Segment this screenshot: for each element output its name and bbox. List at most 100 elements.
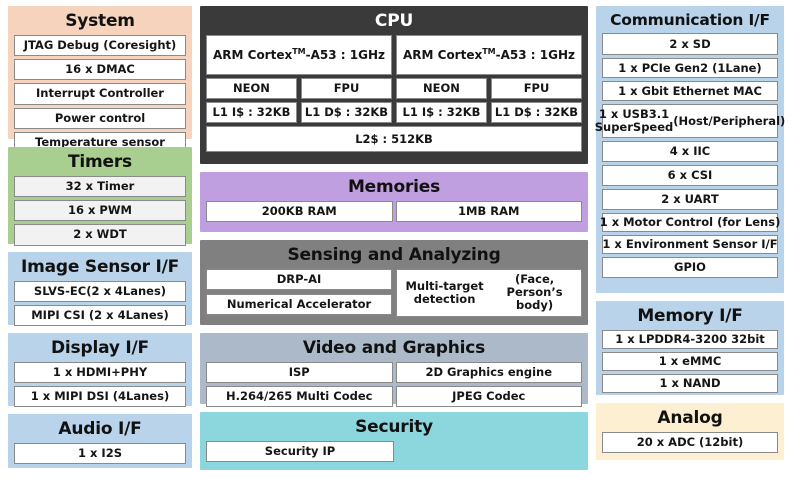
security-items: Security IP xyxy=(206,441,582,463)
cpu-l1d-0: L1 D$ : 32KB xyxy=(301,102,392,124)
cpu-fpu-1: FPU xyxy=(491,78,582,100)
block-image-sensor-if: Image Sensor I/F SLVS-EC(2 x 4Lanes) MIP… xyxy=(8,252,192,327)
block-title-system: System xyxy=(65,11,135,31)
sensing-left-items: DRP-AI Numerical Accelerator xyxy=(206,269,392,317)
cpu-l1i-0: L1 I$ : 32KB xyxy=(206,102,297,124)
list-item: ISP xyxy=(206,362,393,384)
list-item: 1 x Motor Control (for Lens) xyxy=(600,213,780,233)
list-item: GPIO xyxy=(602,257,778,279)
cpu-core-name-text: ARM CortexTM-A53 : 1GHz xyxy=(402,47,575,63)
block-title-memories: Memories xyxy=(347,177,441,197)
block-title-cpu: CPU xyxy=(374,11,414,31)
block-sensing-analyzing: Sensing and Analyzing DRP-AI Numerical A… xyxy=(200,240,588,325)
communication-items: 2 x SD 1 x PCIe Gen2 (1Lane) 1 x Gbit Et… xyxy=(595,33,785,279)
list-item: 1 x LPDDR4-3200 32bit xyxy=(602,330,778,350)
list-item: 2 x SD xyxy=(602,33,778,56)
block-title-sensing-analyzing: Sensing and Analyzing xyxy=(287,245,501,265)
block-cpu: CPU ARM CortexTM-A53 : 1GHz ARM CortexTM… xyxy=(200,6,588,164)
list-item: 2 x UART xyxy=(602,189,778,211)
list-item: 1 x HDMI+PHY xyxy=(14,362,186,384)
block-title-communication-if: Communication I/F xyxy=(610,11,770,29)
block-title-image-sensor-if: Image Sensor I/F xyxy=(20,257,180,277)
list-item: JTAG Debug (Coresight) xyxy=(14,35,186,57)
audio-items: 1 x I2S xyxy=(14,443,186,465)
right-column: Communication I/F 2 x SD 1 x PCIe Gen2 (… xyxy=(595,6,785,478)
multi-target-detection: Multi-target detection (Face, Person’s b… xyxy=(396,269,582,317)
list-item: 6 x CSI xyxy=(602,165,778,187)
list-item: 2D Graphics engine xyxy=(395,362,582,384)
block-title-audio-if: Audio I/F xyxy=(58,419,142,439)
sensing-body: DRP-AI Numerical Accelerator Multi-targe… xyxy=(206,269,582,317)
list-item: 20 x ADC (12bit) xyxy=(602,432,778,454)
block-security: Security Security IP xyxy=(200,412,588,470)
table-row: H.264/265 Multi Codec JPEG Codec xyxy=(206,386,582,408)
list-item: 16 x PWM xyxy=(14,200,186,222)
block-title-video-graphics: Video and Graphics xyxy=(302,338,486,358)
list-item: 1 x MIPI DSI (4Lanes) xyxy=(14,386,186,408)
multi-target-line2: (Face, Person’s body) xyxy=(506,272,563,313)
memories-items: 200KB RAM 1MB RAM xyxy=(206,201,582,223)
cpu-neon-1: NEON xyxy=(396,78,487,100)
list-item: SLVS-EC(2 x 4Lanes) xyxy=(14,281,186,303)
block-analog: Analog 20 x ADC (12bit) xyxy=(596,403,784,460)
cpu-l2-cache: L2$ : 512KB xyxy=(206,126,582,153)
block-communication-if: Communication I/F 2 x SD 1 x PCIe Gen2 (… xyxy=(595,6,785,293)
block-video-graphics: Video and Graphics ISP 2D Graphics engin… xyxy=(200,333,588,408)
block-system: System JTAG Debug (Coresight) 16 x DMAC … xyxy=(8,6,192,154)
list-item: 1 x NAND xyxy=(602,374,778,394)
list-item: 1 x eMMC xyxy=(602,352,778,372)
left-column: System JTAG Debug (Coresight) 16 x DMAC … xyxy=(8,6,192,478)
list-item: 200KB RAM xyxy=(206,201,393,223)
list-item: H.264/265 Multi Codec xyxy=(206,386,393,408)
block-memory-if: Memory I/F 1 x LPDDR4-3200 32bit 1 x eMM… xyxy=(596,301,784,395)
block-display-if: Display I/F 1 x HDMI+PHY 1 x MIPI DSI (4… xyxy=(8,333,192,408)
cpu-core-0: ARM CortexTM-A53 : 1GHz xyxy=(206,35,392,76)
list-item: 1 x Gbit Ethernet MAC xyxy=(602,81,778,102)
cpu-fpu-0: FPU xyxy=(301,78,392,100)
list-item-usb: 1 x USB3.1 SuperSpeed (Host/Peripheral) xyxy=(595,104,785,139)
cpu-core-1: ARM CortexTM-A53 : 1GHz xyxy=(396,35,582,76)
block-memories: Memories 200KB RAM 1MB RAM xyxy=(200,172,588,232)
list-item: Numerical Accelerator xyxy=(206,294,392,316)
list-item: 1 x I2S xyxy=(14,443,186,465)
list-item: Power control xyxy=(14,107,186,129)
image-sensor-items: SLVS-EC(2 x 4Lanes) MIPI CSI (2 x 4Lanes… xyxy=(14,281,186,327)
list-item: DRP-AI xyxy=(206,269,392,291)
memory-if-items: 1 x LPDDR4-3200 32bit 1 x eMMC 1 x NAND xyxy=(602,330,778,394)
analog-items: 20 x ADC (12bit) xyxy=(602,432,778,454)
list-item: Interrupt Controller xyxy=(14,83,186,105)
cpu-neon-0: NEON xyxy=(206,78,297,100)
list-item: 1 x PCIe Gen2 (1Lane) xyxy=(602,58,778,79)
cpu-core-row: ARM CortexTM-A53 : 1GHz ARM CortexTM-A53… xyxy=(206,35,582,76)
display-items: 1 x HDMI+PHY 1 x MIPI DSI (4Lanes) xyxy=(14,362,186,408)
cpu-l1i-1: L1 I$ : 32KB xyxy=(396,102,487,124)
cpu-l1d-1: L1 D$ : 32KB xyxy=(491,102,582,124)
list-item: 2 x WDT xyxy=(14,224,186,246)
table-row: ISP 2D Graphics engine xyxy=(206,362,582,384)
video-items: ISP 2D Graphics engine H.264/265 Multi C… xyxy=(206,362,582,408)
list-item: 1 x Environment Sensor I/F xyxy=(602,235,778,255)
block-timers: Timers 32 x Timer 16 x PWM 2 x WDT xyxy=(8,147,192,246)
cpu-core-name: ARM CortexTM-A53 : 1GHz xyxy=(206,35,392,76)
cpu-l1-row: L1 I$ : 32KB L1 D$ : 32KB L1 I$ : 32KB L… xyxy=(206,102,582,124)
list-item: 32 x Timer xyxy=(14,176,186,198)
list-item: MIPI CSI (2 x 4Lanes) xyxy=(14,305,186,327)
block-title-display-if: Display I/F xyxy=(51,338,149,358)
block-title-memory-if: Memory I/F xyxy=(637,306,743,326)
list-item: 16 x DMAC xyxy=(14,59,186,81)
block-title-analog: Analog xyxy=(657,408,723,428)
cpu-core-name: ARM CortexTM-A53 : 1GHz xyxy=(396,35,582,76)
list-item: 4 x IIC xyxy=(602,141,778,163)
timers-items: 32 x Timer 16 x PWM 2 x WDT xyxy=(14,176,186,246)
block-audio-if: Audio I/F 1 x I2S xyxy=(8,414,192,468)
multi-target-line1: Multi-target detection xyxy=(405,278,484,306)
cpu-simd-fpu-row: NEON FPU NEON FPU xyxy=(206,78,582,100)
usb-line2: (Host/Peripheral) xyxy=(673,113,786,128)
middle-column: CPU ARM CortexTM-A53 : 1GHz ARM CortexTM… xyxy=(200,6,588,478)
usb-line1: 1 x USB3.1 SuperSpeed xyxy=(594,107,674,135)
sensing-right-item: Multi-target detection (Face, Person’s b… xyxy=(396,269,582,317)
block-title-timers: Timers xyxy=(68,152,132,172)
system-items: JTAG Debug (Coresight) 16 x DMAC Interru… xyxy=(14,35,186,154)
block-title-security: Security xyxy=(355,417,433,437)
